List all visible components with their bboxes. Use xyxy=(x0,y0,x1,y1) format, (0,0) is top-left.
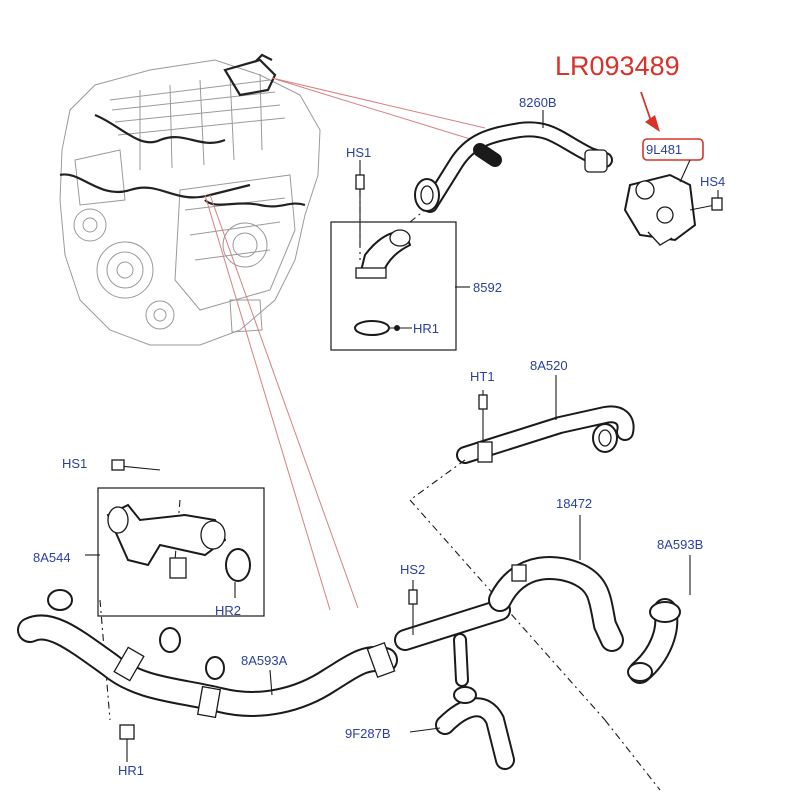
tee-pipe xyxy=(394,580,511,687)
label-8A593A: 8A593A xyxy=(241,653,288,668)
housing-9L481 xyxy=(623,173,723,246)
hose-18472 xyxy=(488,515,624,652)
highlighted-part-number: LR093489 xyxy=(555,51,680,81)
label-8A593B: 8A593B xyxy=(657,537,703,552)
hose-8A593B xyxy=(627,555,691,684)
label-HS2: HS2 xyxy=(400,562,425,577)
label-leaders xyxy=(542,110,719,198)
dashed-connectors xyxy=(99,459,661,791)
box-8592 xyxy=(330,160,470,351)
label-HR1: HR1 xyxy=(413,321,439,336)
label-18472: 18472 xyxy=(556,496,592,511)
label-8592: 8592 xyxy=(473,280,502,295)
highlight-callout xyxy=(640,91,704,161)
label-HR2: HR2 xyxy=(215,603,241,618)
label-8260B: 8260B xyxy=(519,95,557,110)
hose-8A593A xyxy=(17,589,398,762)
label-8A544: 8A544 xyxy=(33,550,71,565)
label-9L481: 9L481 xyxy=(646,142,682,157)
box-8A544 xyxy=(85,459,265,617)
label-HR-bottom: HR1 xyxy=(118,763,144,778)
hose-8260B xyxy=(414,121,613,213)
engine-illustration xyxy=(59,53,321,346)
label-HS1-top: HS1 xyxy=(346,145,371,160)
label-HS1-left: HS1 xyxy=(62,456,87,471)
hose-9F287B xyxy=(409,686,515,770)
pipe-8A520 xyxy=(456,375,635,464)
label-HT1: HT1 xyxy=(470,369,495,384)
label-8A520: 8A520 xyxy=(530,358,568,373)
label-HS4: HS4 xyxy=(700,174,725,189)
callout-lines xyxy=(204,77,486,611)
label-9F287B: 9F287B xyxy=(345,726,391,741)
